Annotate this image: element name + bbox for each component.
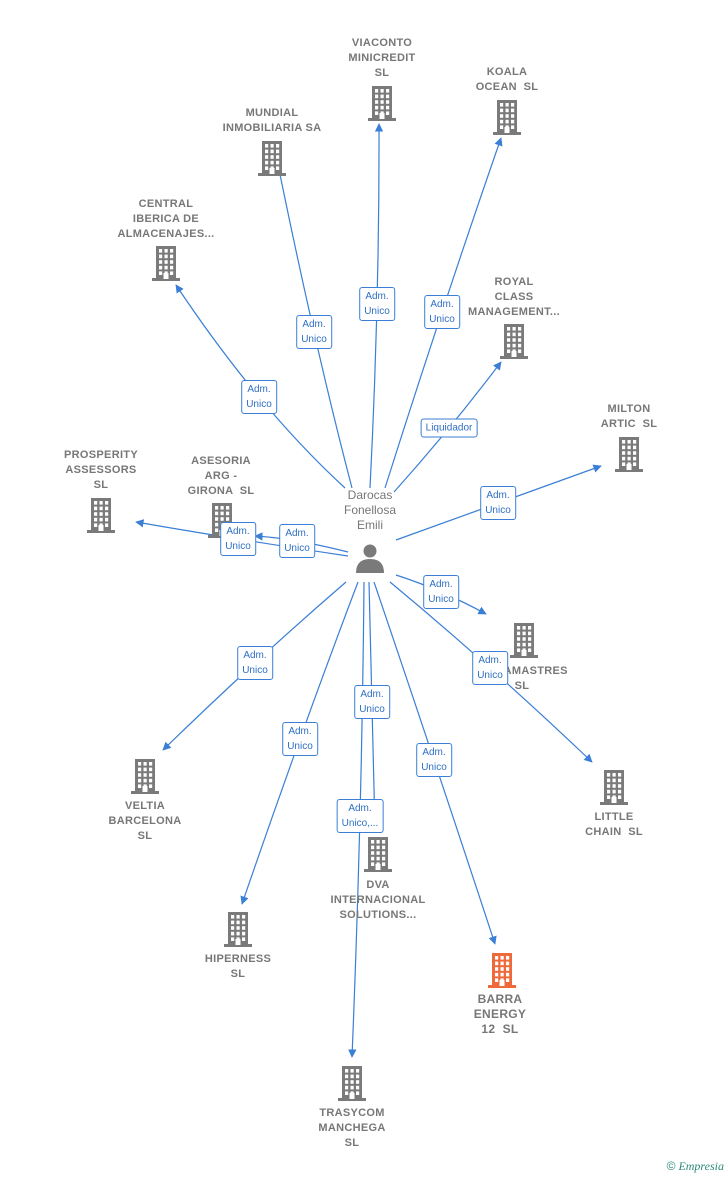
building-icon-amastres[interactable] bbox=[510, 623, 538, 658]
company-name-little[interactable]: LITTLE CHAIN SL bbox=[585, 811, 643, 838]
company-name-prosperity[interactable]: PROSPERITY ASSESSORS SL bbox=[64, 449, 138, 491]
relation-label-central[interactable]: Adm. Unico bbox=[241, 380, 277, 414]
person-icon[interactable] bbox=[356, 544, 384, 574]
company-name-veltia[interactable]: VELTIA BARCELONA SL bbox=[108, 800, 182, 842]
company-name-asesoria[interactable]: ASESORIA ARG - GIRONA SL bbox=[187, 455, 255, 497]
relation-label-asesoria[interactable]: Adm. Unico bbox=[279, 524, 315, 558]
company-name-dva[interactable]: DVA INTERNACIONAL SOLUTIONS... bbox=[330, 879, 426, 921]
company-name-mundial[interactable]: MUNDIAL INMOBILIARIA SA bbox=[222, 107, 322, 134]
copyright-symbol: © bbox=[666, 1159, 676, 1173]
company-name-hiperness[interactable]: HIPERNESS SL bbox=[204, 953, 272, 980]
footer-brand[interactable]: © Empresia bbox=[667, 1159, 724, 1174]
building-icon-viaconto[interactable] bbox=[368, 86, 396, 121]
building-icon-central[interactable] bbox=[152, 246, 180, 281]
building-icon-hiperness[interactable] bbox=[224, 912, 252, 947]
company-name-central[interactable]: CENTRAL IBERICA DE ALMACENAJES... bbox=[117, 198, 215, 240]
company-name-royal[interactable]: ROYAL CLASS MANAGEMENT... bbox=[468, 276, 560, 318]
relation-label-dva[interactable]: Adm. Unico bbox=[354, 685, 390, 719]
company-name-milton[interactable]: MILTON ARTIC SL bbox=[600, 403, 658, 430]
company-name-trasycom[interactable]: TRASYCOM MANCHEGA SL bbox=[318, 1107, 386, 1149]
relation-label-royal[interactable]: Liquidador bbox=[420, 418, 478, 438]
building-icon-trasycom[interactable] bbox=[338, 1066, 366, 1101]
relation-label-koala[interactable]: Adm. Unico bbox=[424, 295, 460, 329]
relation-label-barra[interactable]: Adm. Unico bbox=[416, 743, 452, 777]
person-name: Darocas Fonellosa Emili bbox=[343, 488, 397, 532]
relation-label-little[interactable]: Adm. Unico bbox=[472, 651, 508, 685]
relation-label-amastres[interactable]: Adm. Unico bbox=[423, 575, 459, 609]
company-name-koala[interactable]: KOALA OCEAN SL bbox=[475, 66, 539, 93]
building-icon-little[interactable] bbox=[600, 770, 628, 805]
building-icon-dva[interactable] bbox=[364, 837, 392, 872]
relation-label-viaconto[interactable]: Adm. Unico bbox=[359, 287, 395, 321]
building-icon-koala[interactable] bbox=[493, 100, 521, 135]
company-name-barra[interactable]: BARRA ENERGY 12 SL bbox=[473, 992, 527, 1036]
building-icon-barra[interactable] bbox=[488, 953, 516, 988]
relation-label-mundial[interactable]: Adm. Unico bbox=[296, 315, 332, 349]
building-icon-royal[interactable] bbox=[500, 324, 528, 359]
relation-label-prosperity[interactable]: Adm. Unico bbox=[220, 522, 256, 556]
company-name-viaconto[interactable]: VIACONTO MINICREDIT SL bbox=[348, 37, 416, 79]
relation-label-hiperness[interactable]: Adm. Unico bbox=[282, 722, 318, 756]
relation-label-milton[interactable]: Adm. Unico bbox=[480, 486, 516, 520]
building-icon-veltia[interactable] bbox=[131, 759, 159, 794]
building-icon-mundial[interactable] bbox=[258, 141, 286, 176]
relation-label-trasycom[interactable]: Adm. Unico,... bbox=[336, 799, 384, 833]
brand-name: Empresia bbox=[678, 1159, 724, 1173]
company-name-amastres[interactable]: S AMASTRES SL bbox=[476, 665, 568, 692]
building-icon-milton[interactable] bbox=[615, 437, 643, 472]
building-icon-prosperity[interactable] bbox=[87, 498, 115, 533]
relation-label-veltia[interactable]: Adm. Unico bbox=[237, 646, 273, 680]
